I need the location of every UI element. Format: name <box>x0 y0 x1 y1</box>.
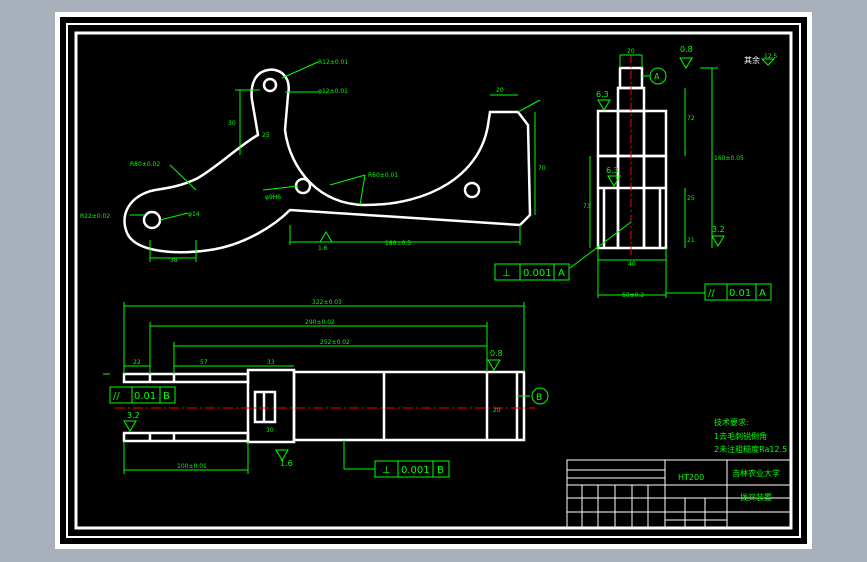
rough-63a: 6.3 <box>596 90 609 99</box>
bottom-view-dims <box>103 302 549 478</box>
par-ref-b: B <box>163 391 170 402</box>
dim-30: 30 <box>228 120 236 127</box>
dim-322: 322±0.03 <box>312 299 342 306</box>
par-tolerance-frame-b <box>109 386 176 404</box>
dim-38: 38 <box>170 257 178 264</box>
dim-72: 72 <box>687 115 695 122</box>
dim-40: 40 <box>628 261 636 268</box>
rough-16: 1.6 <box>318 245 328 252</box>
title-block <box>566 459 792 529</box>
top-view-dims <box>130 61 541 262</box>
dim-r80: R80±0.02 <box>130 161 160 168</box>
dim-25: 25 <box>262 132 270 139</box>
corner-rough: 12.5 <box>764 53 778 60</box>
rough-08: 0.8 <box>680 45 693 54</box>
dim-phi9: φ9H6 <box>265 194 281 201</box>
dim-21: 21 <box>687 237 695 244</box>
notes-line2: 2未注粗糙度Ra12.5 <box>714 444 787 454</box>
notes-title: 技术要求: <box>714 417 749 427</box>
par-value-a: 0.01 <box>729 288 751 299</box>
bottom-view <box>122 368 526 444</box>
datum-b-circle <box>531 387 549 405</box>
perp-ref-a: A <box>558 268 565 279</box>
dim-r60: R60±0.01 <box>368 172 398 179</box>
side-view-dims <box>494 54 776 301</box>
corner-note: 其余 <box>744 55 760 65</box>
dim-20-top: 20 <box>496 87 504 94</box>
dim-25-side: 25 <box>687 195 695 202</box>
par-ref-a: A <box>759 288 766 299</box>
dim-phi14: φ14 <box>188 211 200 218</box>
sheet-background <box>60 17 807 544</box>
par-tolerance-frame-a <box>704 283 772 301</box>
dim-r12: R12±0.01 <box>318 59 348 66</box>
perp-symbol-a: ⊥ <box>502 268 511 279</box>
top-view-dim-text: R12±0.01 φ12±0.01 R80±0.02 R60±0.01 R22±… <box>80 59 546 264</box>
rough-63b: 6.3 <box>606 166 619 175</box>
sheet-frame <box>66 23 801 538</box>
top-view-outline <box>123 68 532 254</box>
notes-line1: 1去毛刺锐倒角 <box>714 431 767 441</box>
rough-32-bottom: 3.2 <box>127 411 140 420</box>
drawing-border <box>74 31 793 530</box>
dim-100: 100±0.01 <box>177 463 207 470</box>
perp-tolerance-frame-b <box>374 460 450 478</box>
dim-22: 22 <box>133 359 141 366</box>
dim-side-20: 20 <box>627 48 635 55</box>
rough-32: 3.2 <box>712 225 725 234</box>
dim-252: 252±0.02 <box>320 339 350 346</box>
dim-phi12: φ12±0.01 <box>318 88 348 95</box>
perp-value-a: 0.001 <box>523 268 552 279</box>
dim-57: 57 <box>200 359 208 366</box>
part-name: 拨叉装置 <box>740 492 772 502</box>
material: HT200 <box>678 473 704 482</box>
technical-notes: 技术要求: 1去毛刺锐倒角 2未注粗糙度Ra12.5 <box>714 417 787 454</box>
dim-30-bottom: 30 <box>266 427 274 434</box>
side-view-dim-text: 20 0.8 A 6.3 6.3 3.2 72 73 25 21 40 50±0… <box>502 45 778 299</box>
perp-ref-b: B <box>437 465 444 476</box>
rough-16-bottom: 1.6 <box>280 459 293 468</box>
title-block-text: HT200 吉林农业大学 拨叉装置 <box>678 468 780 502</box>
dim-20-bottom: 20 <box>493 407 501 414</box>
school-name: 吉林农业大学 <box>732 468 780 478</box>
dim-50: 50±0.2 <box>622 292 644 299</box>
dim-longv: 160±0.05 <box>714 155 744 162</box>
bottom-view-dim-text: 322±0.03 290±0.02 252±0.02 57 33 22 20 3… <box>113 299 542 476</box>
par-value-b: 0.01 <box>134 391 156 402</box>
hole-top <box>262 77 278 93</box>
dim-70: 70 <box>538 165 546 172</box>
dim-290: 290±0.02 <box>305 319 335 326</box>
dim-r22: R22±0.02 <box>80 213 110 220</box>
dim-33: 33 <box>267 359 275 366</box>
dim-73: 73 <box>583 203 591 210</box>
rough-08-bottom: 0.8 <box>490 349 503 358</box>
datum-a: A <box>654 72 660 81</box>
dim-180: 180±0.5 <box>385 240 411 247</box>
par-symbol-b: // <box>113 391 120 402</box>
perp-value-b: 0.001 <box>401 465 430 476</box>
datum-b: B <box>536 393 542 403</box>
par-symbol-a: // <box>708 288 715 299</box>
perp-symbol-b: ⊥ <box>382 465 391 476</box>
hole-right <box>463 181 481 199</box>
perp-tolerance-frame-a <box>494 263 570 281</box>
